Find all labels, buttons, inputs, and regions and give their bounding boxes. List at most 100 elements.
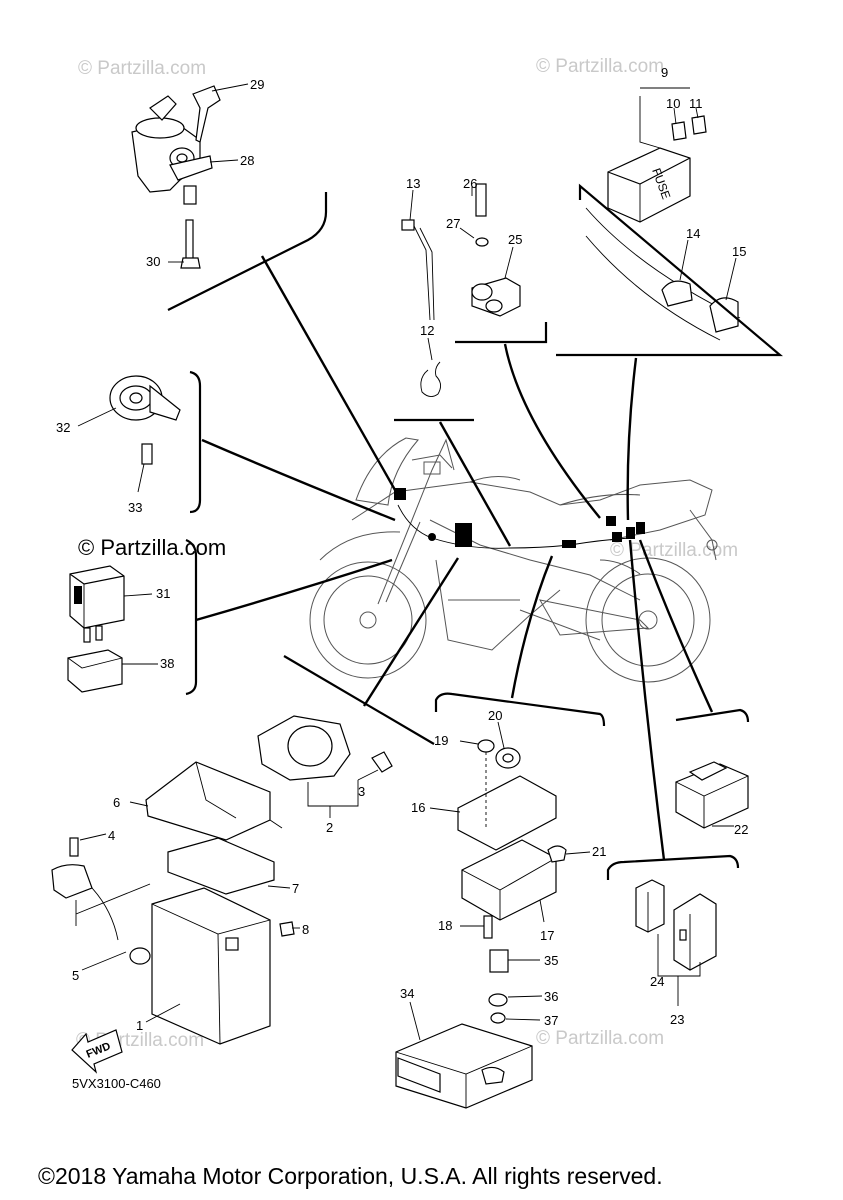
lead-relay-set xyxy=(628,539,666,861)
part-label-20: 20 xyxy=(488,708,502,723)
part-label-10: 10 xyxy=(666,96,680,111)
harness-connector-3 xyxy=(562,540,576,548)
bracket-relay xyxy=(455,322,548,344)
lead-battery-cover xyxy=(362,557,460,707)
part-label-31: 31 xyxy=(156,586,170,601)
wire-harness xyxy=(397,504,631,549)
battery-cable-guide xyxy=(75,883,151,926)
part-label-25: 25 xyxy=(508,232,522,247)
part-label-3: 3 xyxy=(358,784,365,799)
part-label-33: 33 xyxy=(128,500,142,515)
bracket-flasher xyxy=(185,538,198,696)
part-label-35: 35 xyxy=(544,953,558,968)
leader-21 xyxy=(565,851,591,855)
part-label-14: 14 xyxy=(686,226,700,241)
part-label-13: 13 xyxy=(406,176,420,191)
watermark-top-right: © Partzilla.com xyxy=(536,56,664,77)
part-label-8: 8 xyxy=(302,922,309,937)
leader-2-frame xyxy=(307,780,359,807)
part-label-29: 29 xyxy=(250,77,264,92)
part-label-11: 11 xyxy=(689,96,703,111)
relay-unit-22 xyxy=(675,761,749,829)
harness-connector-4 xyxy=(606,516,616,526)
leader-6 xyxy=(129,801,149,807)
part-label-1: 1 xyxy=(136,1018,143,1033)
fwd-arrow-icon: FWD xyxy=(71,1029,123,1074)
relay-set-23 xyxy=(635,879,717,971)
part-label-22: 22 xyxy=(734,822,748,837)
battery-cover-assembly xyxy=(145,715,393,841)
leader-13 xyxy=(409,189,414,221)
harness-connector-6 xyxy=(626,527,635,539)
leader-12 xyxy=(427,337,433,361)
leader-15 xyxy=(725,257,737,301)
part-label-6: 6 xyxy=(113,795,120,810)
part-label-34: 34 xyxy=(400,986,414,1001)
part-label-38: 38 xyxy=(160,656,174,671)
main-switch-assembly xyxy=(131,85,221,269)
harness-connector-7 xyxy=(636,522,645,534)
watermark-top-left: © Partzilla.com xyxy=(78,58,206,79)
leader-3 xyxy=(357,769,379,781)
leader-1 xyxy=(145,1003,181,1023)
part-label-17: 17 xyxy=(540,928,554,943)
horn-assembly xyxy=(109,375,181,465)
leader-36 xyxy=(507,995,543,998)
part-label-24: 24 xyxy=(650,974,664,989)
part-label-12: 12 xyxy=(420,323,434,338)
lead-main-switch xyxy=(260,255,397,491)
part-label-27: 27 xyxy=(446,216,460,231)
part-label-36: 36 xyxy=(544,989,558,1004)
watermark-bottom-right: © Partzilla.com xyxy=(536,1028,664,1049)
copyright-notice: ©2018 Yamaha Motor Corporation, U.S.A. A… xyxy=(38,1163,663,1189)
leader-29 xyxy=(211,83,249,92)
leader-17 xyxy=(539,899,545,923)
harness-junction xyxy=(428,533,436,541)
bracket-relay-set xyxy=(606,854,740,880)
relay-assembly xyxy=(471,183,521,317)
bracket-relay-unit xyxy=(675,708,750,723)
leader-16 xyxy=(429,807,461,813)
bracket-regulator xyxy=(434,692,606,727)
leader-32 xyxy=(77,407,117,427)
bracket-horn xyxy=(189,370,202,514)
leader-7 xyxy=(267,885,291,889)
bracket-fuse-box xyxy=(556,183,784,357)
part-label-15: 15 xyxy=(732,244,746,259)
leader-34 xyxy=(409,1001,421,1041)
leader-23-frame xyxy=(657,934,701,977)
part-label-5: 5 xyxy=(72,968,79,983)
part-label-7: 7 xyxy=(292,881,299,896)
cable-band xyxy=(401,219,441,397)
fuse-box-assembly: FUSE xyxy=(585,115,741,341)
lead-flasher xyxy=(195,558,393,622)
diagram-code: 5VX3100-C460 xyxy=(72,1076,161,1091)
leader-37 xyxy=(505,1018,541,1021)
part-label-26: 26 xyxy=(463,176,477,191)
part-label-4: 4 xyxy=(108,828,115,843)
part-label-28: 28 xyxy=(240,153,254,168)
lead-horn xyxy=(201,438,396,522)
leader-28 xyxy=(209,159,239,163)
leader-11 xyxy=(695,107,699,119)
lead-band xyxy=(438,421,512,547)
part-label-21: 21 xyxy=(592,844,606,859)
lead-fuse-box xyxy=(626,357,638,521)
leader-5 xyxy=(81,951,127,971)
part-label-18: 18 xyxy=(438,918,452,933)
leader-27 xyxy=(459,227,475,239)
part-label-16: 16 xyxy=(411,800,425,815)
part-label-2: 2 xyxy=(326,820,333,835)
leader-20 xyxy=(497,721,505,749)
leader-9-frame xyxy=(639,96,661,149)
leader-10 xyxy=(673,107,677,125)
part-label-30: 30 xyxy=(146,254,160,269)
watermark-middle-left: © Partzilla.com xyxy=(78,535,226,560)
leader-14 xyxy=(679,239,689,281)
lead-relay xyxy=(503,343,601,519)
battery-assembly xyxy=(51,837,295,1045)
leader-31 xyxy=(123,593,153,597)
part-label-23: 23 xyxy=(670,1012,684,1027)
harness-connector-5 xyxy=(612,532,622,542)
